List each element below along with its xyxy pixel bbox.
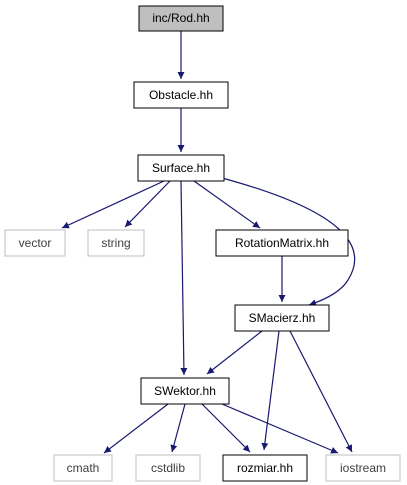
edge-swektor-to-iostream — [221, 403, 339, 454]
node-label: cstdlib — [151, 461, 185, 475]
node-string[interactable]: string — [87, 229, 145, 257]
edge-surface-to-swektor — [180, 180, 188, 376]
node-label: vector — [19, 236, 52, 250]
node-label: string — [101, 236, 130, 250]
edge-swektor-to-cmath — [103, 403, 169, 454]
node-label: Obstacle.hh — [149, 88, 213, 102]
edge-smacierz-to-rozmiar — [261, 330, 280, 451]
node-label: SWektor.hh — [154, 384, 216, 398]
edge-swektor-to-cstdlib — [170, 403, 186, 453]
node-rod-root[interactable]: inc/Rod.hh — [138, 5, 224, 32]
node-cstdlib[interactable]: cstdlib — [135, 454, 201, 482]
node-label: iostream — [340, 461, 386, 475]
edge-surface-to-string — [124, 180, 171, 228]
nodes-group: inc/Rod.hh Obstacle.hh Surface.hh vector… — [4, 5, 401, 482]
node-rotationmatrix[interactable]: RotationMatrix.hh — [215, 229, 349, 257]
edge-smacierz-to-iostream — [289, 330, 353, 453]
node-label: RotationMatrix.hh — [235, 236, 329, 250]
node-surface[interactable]: Surface.hh — [137, 154, 225, 182]
node-label: cmath — [67, 461, 100, 475]
node-label: inc/Rod.hh — [152, 11, 209, 25]
node-label: Surface.hh — [152, 161, 210, 175]
node-obstacle[interactable]: Obstacle.hh — [133, 81, 229, 109]
edge-surface-to-rotationmatrix — [193, 180, 261, 229]
node-swektor[interactable]: SWektor.hh — [140, 377, 230, 405]
edges-group — [61, 31, 356, 454]
node-iostream[interactable]: iostream — [325, 454, 401, 482]
node-cmath[interactable]: cmath — [53, 454, 113, 482]
node-rozmiar[interactable]: rozmiar.hh — [222, 454, 308, 482]
node-smacierz[interactable]: SMacierz.hh — [234, 304, 330, 332]
edge-surface-to-smacierz — [221, 177, 356, 307]
node-label: rozmiar.hh — [237, 461, 293, 475]
node-vector[interactable]: vector — [4, 229, 66, 257]
edge-smacierz-to-swektor — [206, 330, 263, 375]
edge-surface-to-vector — [61, 180, 165, 229]
node-label: SMacierz.hh — [249, 311, 316, 325]
edge-swektor-to-rozmiar — [201, 403, 251, 453]
